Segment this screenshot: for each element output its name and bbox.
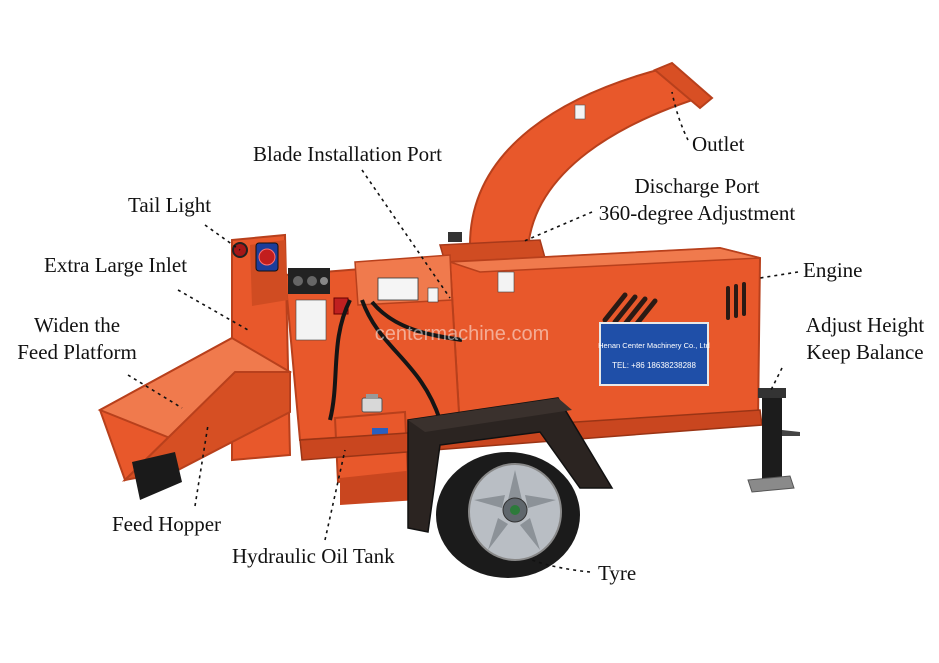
leader-discharge — [521, 211, 593, 243]
label-tail-light: Tail Light — [128, 193, 212, 217]
label-widen-line2: Feed Platform — [17, 340, 137, 364]
label-tyre: Tyre — [598, 561, 637, 585]
leader-height — [769, 367, 783, 393]
label-hydraulic-oil-tank: Hydraulic Oil Tank — [232, 544, 395, 568]
label-feed-hopper: Feed Hopper — [112, 512, 222, 536]
label-widen-feed-platform: Widen the Feed Platform — [4, 312, 150, 366]
label-engine: Engine — [803, 258, 863, 282]
label-extra-large-inlet: Extra Large Inlet — [44, 253, 188, 277]
leader-tyre — [531, 559, 591, 573]
brand-panel — [599, 322, 709, 386]
leader-tail-light — [204, 224, 241, 251]
label-height-line2: Keep Balance — [806, 340, 924, 364]
label-height-line1: Adjust Height — [805, 313, 925, 337]
leader-oil-tank — [324, 449, 346, 541]
label-discharge-line1: Discharge Port — [634, 174, 760, 198]
engine-housing: Henan Center Machinery Co., Ltd TEL: +86… — [448, 246, 762, 432]
watermark: centermachine.com — [375, 323, 550, 345]
leader-outlet — [671, 91, 689, 141]
wheel-icon — [436, 452, 580, 578]
brand-name: Henan Center Machinery Co., Ltd — [598, 341, 710, 350]
leader-blade-port — [361, 169, 451, 299]
label-discharge-port: Discharge Port 360-degree Adjustment — [584, 173, 810, 227]
label-blade-installation-port: Blade Installation Port — [253, 142, 442, 166]
label-discharge-line2: 360-degree Adjustment — [598, 201, 796, 225]
tail-light-icon — [232, 242, 279, 272]
discharge-chute — [439, 61, 714, 263]
brand-phone: TEL: +86 18638238288 — [612, 361, 696, 370]
feed-hopper — [97, 336, 292, 500]
oil-cap-icon — [361, 394, 383, 413]
cutter-housing — [283, 254, 515, 442]
label-widen-line1: Widen the — [33, 313, 121, 337]
leader-lines — [127, 91, 799, 573]
leader-engine — [759, 271, 799, 279]
fender — [407, 397, 614, 533]
jack-stand-icon — [747, 388, 800, 493]
label-adjust-height: Adjust Height Keep Balance — [794, 312, 936, 366]
label-outlet: Outlet — [692, 132, 745, 156]
